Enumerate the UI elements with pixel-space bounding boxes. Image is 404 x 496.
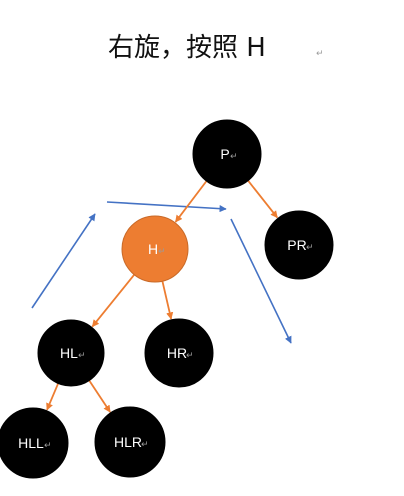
- node-hl-circle: [37, 319, 105, 387]
- rotation-arrow-across: [106, 201, 227, 213]
- node-h-label: H: [148, 241, 158, 257]
- paragraph-mark-icon: ↵: [316, 49, 324, 59]
- node-p-label: P: [220, 146, 229, 162]
- node-pr: PR↵: [264, 210, 334, 280]
- node-p: P↵: [192, 119, 262, 189]
- node-hlr-label: HLR: [114, 434, 142, 450]
- rotation-arrow-down: [230, 218, 292, 344]
- edge-p-h: [174, 178, 209, 223]
- node-hll-label: HLL: [18, 435, 44, 451]
- node-hl-label: HL: [60, 345, 78, 361]
- paragraph-mark-icon: ↵: [44, 441, 52, 451]
- paragraph-mark-icon: ↵: [186, 351, 194, 361]
- paragraph-mark-icon: ↵: [306, 243, 314, 253]
- rotation-arrow-up: [31, 213, 96, 309]
- node-pr-label: PR: [287, 237, 306, 253]
- node-pr-circle: [264, 210, 334, 280]
- node-h: H↵: [121, 215, 189, 283]
- edge-h-hl: [91, 272, 137, 328]
- node-hr: HR↵: [144, 318, 214, 388]
- node-p-circle: [192, 119, 262, 189]
- node-hll: HLL↵: [0, 407, 69, 479]
- node-h-circle: [121, 215, 189, 283]
- paragraph-mark-icon: ↵: [230, 152, 238, 162]
- paragraph-mark-icon: ↵: [141, 440, 149, 450]
- rotation-arrows: [31, 201, 292, 344]
- node-hr-label: HR: [167, 345, 187, 361]
- node-hll-circle: [0, 407, 69, 479]
- page-title: 右旋，按照 H: [108, 33, 266, 63]
- tree-nodes: P↵H↵PR↵HL↵HR↵HLL↵HLR↵: [0, 119, 334, 479]
- node-hl: HL↵: [37, 319, 105, 387]
- paragraph-mark-icon: ↵: [158, 247, 166, 257]
- node-hr-circle: [144, 318, 214, 388]
- node-hlr-circle: [94, 406, 166, 478]
- tree-edges: [46, 178, 278, 413]
- edge-hl-hll: [46, 381, 60, 411]
- edge-hl-hlr: [87, 378, 111, 413]
- edge-h-hr: [161, 279, 174, 320]
- node-hlr: HLR↵: [94, 406, 166, 478]
- edge-p-pr: [246, 178, 278, 219]
- paragraph-mark-icon: ↵: [78, 351, 86, 361]
